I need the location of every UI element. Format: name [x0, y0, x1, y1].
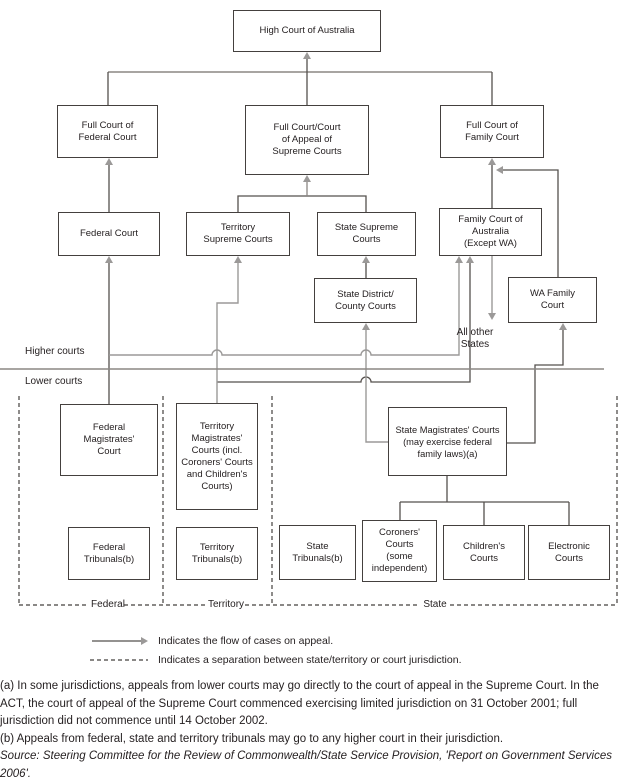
footnote-a: (a) In some jurisdictions, appeals from …	[0, 680, 599, 727]
section-label-federal: Federal	[91, 599, 125, 610]
box-territory-magistrates: Territory Magistrates' Courts (incl. Cor…	[176, 403, 258, 510]
arrowheads	[105, 52, 567, 645]
supreme-courts-connector	[237, 195, 367, 212]
footnote-b: (b) Appeals from federal, state and terr…	[0, 732, 504, 745]
box-territory-tribunals: Territory Tribunals(b)	[176, 527, 258, 580]
higher-courts-appeal-line	[109, 263, 460, 356]
section-label-territory: Territory	[207, 599, 245, 610]
box-full-court-federal: Full Court of Federal Court	[57, 105, 158, 158]
lower-courts-appeal-line	[217, 263, 471, 383]
box-family-court: Family Court of Australia (Except WA)	[439, 208, 542, 256]
box-full-court-family: Full Court of Family Court	[440, 105, 544, 158]
box-state-district: State District/ County Courts	[314, 278, 417, 323]
box-federal-court: Federal Court	[58, 212, 160, 256]
territory-magistrates-appeal-line	[216, 263, 239, 403]
box-federal-tribunals: Federal Tribunals(b)	[68, 527, 150, 580]
box-wa-family: WA Family Court	[508, 277, 597, 323]
level2-drop-lines	[107, 72, 493, 105]
source-line: Source: Steering Committee for the Revie…	[0, 750, 612, 780]
lower-courts-label: Lower courts	[25, 376, 83, 387]
state-magistrates-children-connector	[399, 476, 570, 525]
footnotes-block: (a) In some jurisdictions, appeals from …	[0, 678, 624, 780]
box-federal-magistrates: Federal Magistrates' Court	[60, 404, 158, 476]
state-magistrates-appeal-line	[365, 330, 388, 443]
box-high-court: High Court of Australia	[233, 10, 381, 52]
legend-dashed-label: Indicates a separation between state/ter…	[158, 654, 462, 666]
wa-family-appeal-branch	[503, 169, 559, 277]
box-state-tribunals: State Tribunals(b)	[279, 525, 356, 580]
box-territory-supreme: Territory Supreme Courts	[186, 212, 290, 256]
higher-courts-label: Higher courts	[25, 346, 85, 357]
box-state-supreme: State Supreme Courts	[317, 212, 416, 256]
all-other-states-label: All other States	[456, 327, 494, 350]
box-electronic-courts: Electronic Courts	[528, 525, 610, 580]
box-full-court-supreme: Full Court/Court of Appeal of Supreme Co…	[245, 105, 369, 175]
box-coroners-courts: Coroners' Courts (some independent)	[362, 520, 437, 582]
box-childrens-courts: Children's Courts	[443, 525, 525, 580]
state-magistrates-wa-line	[507, 330, 564, 444]
box-state-magistrates: State Magistrates' Courts (may exercise …	[388, 407, 507, 476]
legend-arrow-label: Indicates the flow of cases on appeal.	[158, 635, 334, 647]
section-label-state: State	[423, 599, 447, 610]
